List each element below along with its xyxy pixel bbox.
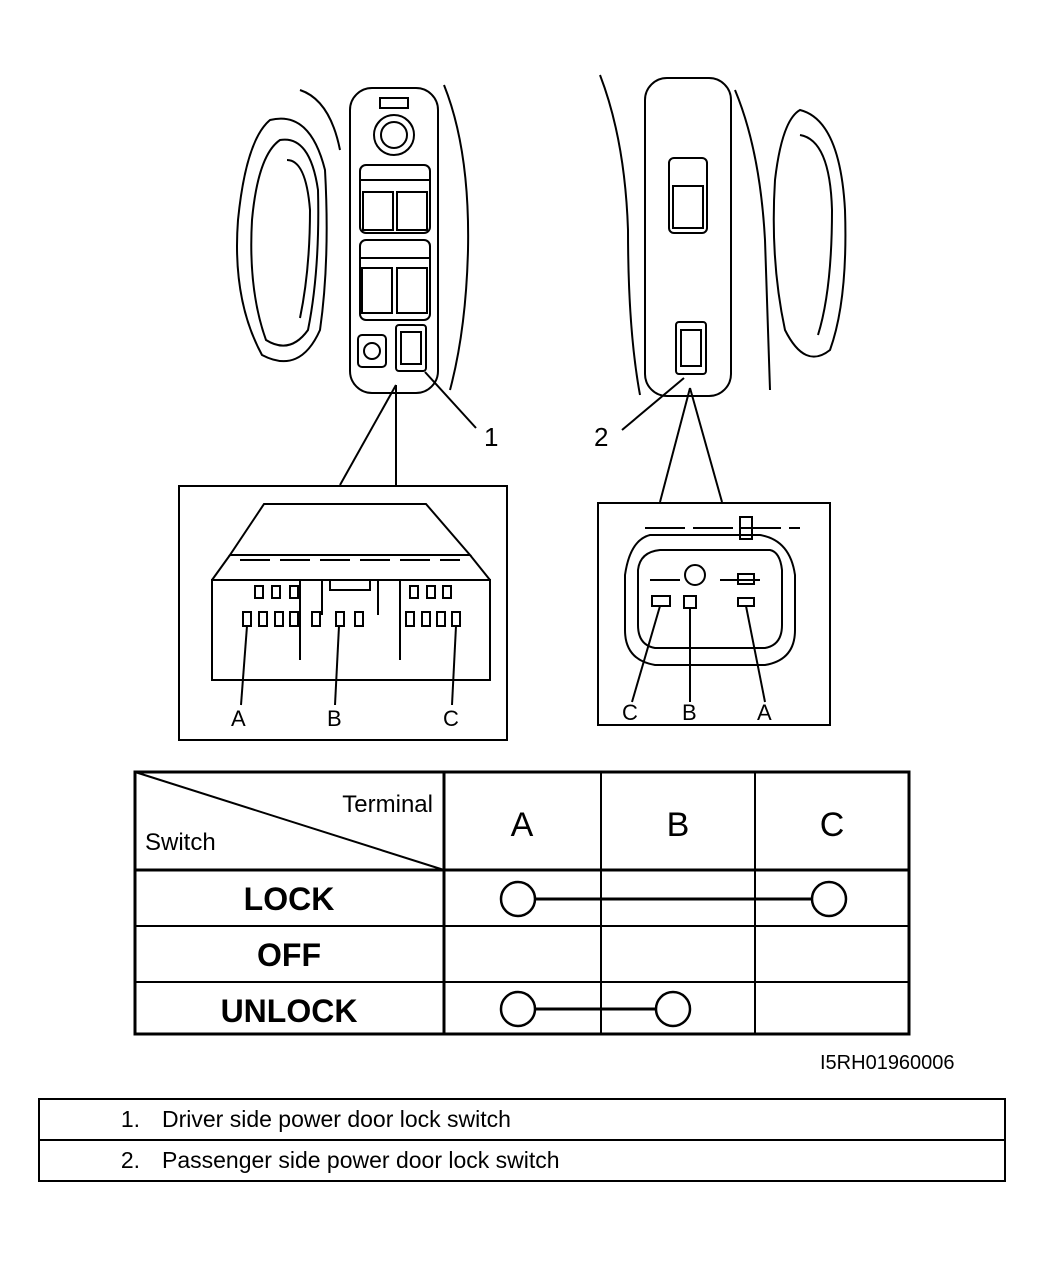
table-corner-terminal: Terminal (342, 791, 433, 818)
passenger-callout-number: 2 (594, 422, 608, 452)
table-header-terminal-a: A (511, 806, 534, 844)
legend-text: Passenger side power door lock switch (162, 1147, 560, 1173)
legend-text: Driver side power door lock switch (162, 1106, 511, 1132)
continuity-terminal-a-mark (499, 990, 537, 1028)
table-row-lock-label: LOCK (244, 881, 335, 917)
passenger-terminal-a-label: A (757, 700, 772, 725)
continuity-marks (499, 880, 848, 1028)
driver-connector-detail (178, 485, 508, 741)
legend-table: 1. Driver side power door lock switch 2. P… (38, 1098, 1006, 1182)
continuity-terminal-a-mark (499, 880, 537, 918)
table-row-unlock-label: UNLOCK (221, 993, 358, 1029)
table-header-terminal-b: B (667, 806, 690, 844)
driver-terminal-b-label: B (327, 706, 342, 731)
legend-row: 1. Driver side power door lock switch (38, 1098, 1006, 1141)
legend-number: 2. (120, 1147, 140, 1173)
table-header-terminal-c: C (820, 806, 845, 844)
driver-terminal-c-label: C (443, 706, 459, 731)
passenger-terminal-c-label: C (622, 700, 638, 725)
continuity-table (133, 770, 911, 1036)
continuity-terminal-c-mark (810, 880, 848, 918)
table-corner-switch: Switch (145, 829, 216, 856)
driver-door-panel (236, 84, 477, 486)
driver-callout-number: 1 (484, 422, 498, 452)
passenger-connector-detail (597, 502, 831, 726)
continuity-terminal-b-mark (654, 990, 692, 1028)
passenger-terminal-b-label: B (682, 700, 697, 725)
table-row-off-label: OFF (257, 937, 321, 973)
figure-code: I5RH01960006 (820, 1052, 955, 1074)
legend-number: 1. (120, 1106, 140, 1132)
table-corner-diagonal (134, 771, 445, 871)
legend-row: 2. Passenger side power door lock switch (38, 1139, 1006, 1182)
passenger-door-panel (599, 74, 847, 503)
driver-terminal-a-label: A (231, 706, 246, 731)
